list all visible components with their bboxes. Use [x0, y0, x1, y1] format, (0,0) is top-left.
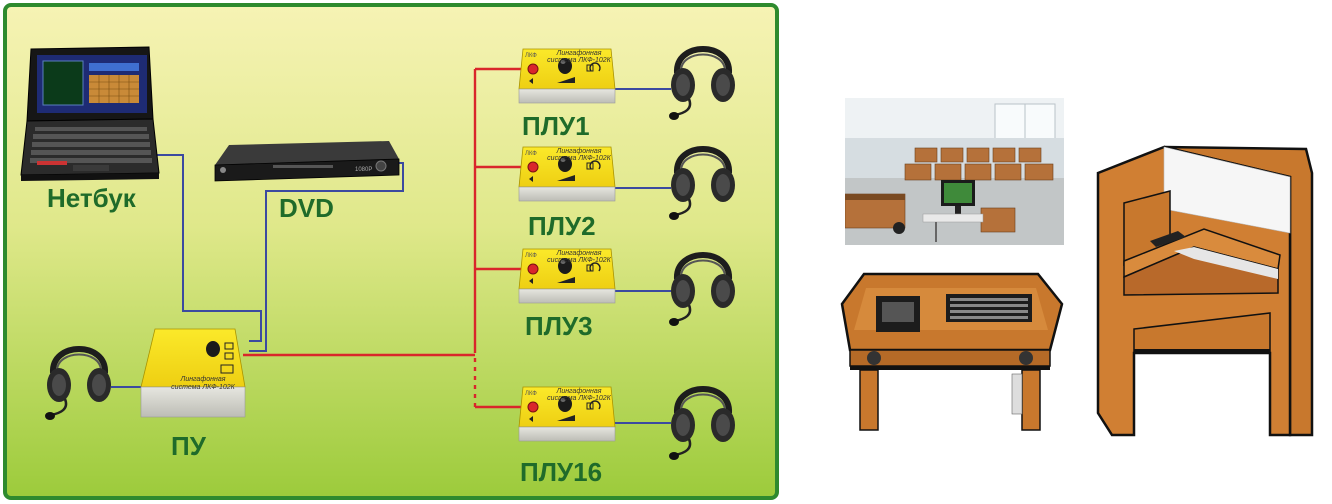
- plu3-label: ПЛУ3: [525, 311, 593, 341]
- netbook-image: [20, 46, 160, 181]
- plu3-device: [518, 248, 616, 304]
- blue-wires: [111, 88, 671, 424]
- plu16-label: ПЛУ16: [520, 457, 602, 487]
- pu-device-text-1: Лингафонная: [180, 376, 226, 383]
- plu16-device: [518, 386, 616, 442]
- pu-label: ПУ: [171, 431, 207, 461]
- red-wires: [243, 67, 521, 409]
- connection-diagram: Лингафонная система ЛКФ-102К ЛКФ: [3, 3, 779, 500]
- netbook-label: Нетбук: [47, 183, 137, 213]
- plu2-device: [518, 146, 616, 202]
- pu-device-text-2: система ЛКФ-102К: [171, 384, 236, 391]
- teacher-desk-photo: [840, 272, 1064, 431]
- dvd-player-image: 1080P: [214, 141, 400, 182]
- svg-text:1080P: 1080P: [355, 167, 372, 173]
- plu1-label: ПЛУ1: [522, 111, 590, 141]
- plu2-label: ПЛУ2: [528, 211, 596, 241]
- classroom-photo: [845, 98, 1064, 245]
- pu-control-unit: Лингафонная система ЛКФ-102К: [140, 328, 246, 418]
- plu1-device: [518, 48, 616, 104]
- student-booth-photo: [1096, 145, 1314, 437]
- dvd-label: DVD: [279, 193, 334, 223]
